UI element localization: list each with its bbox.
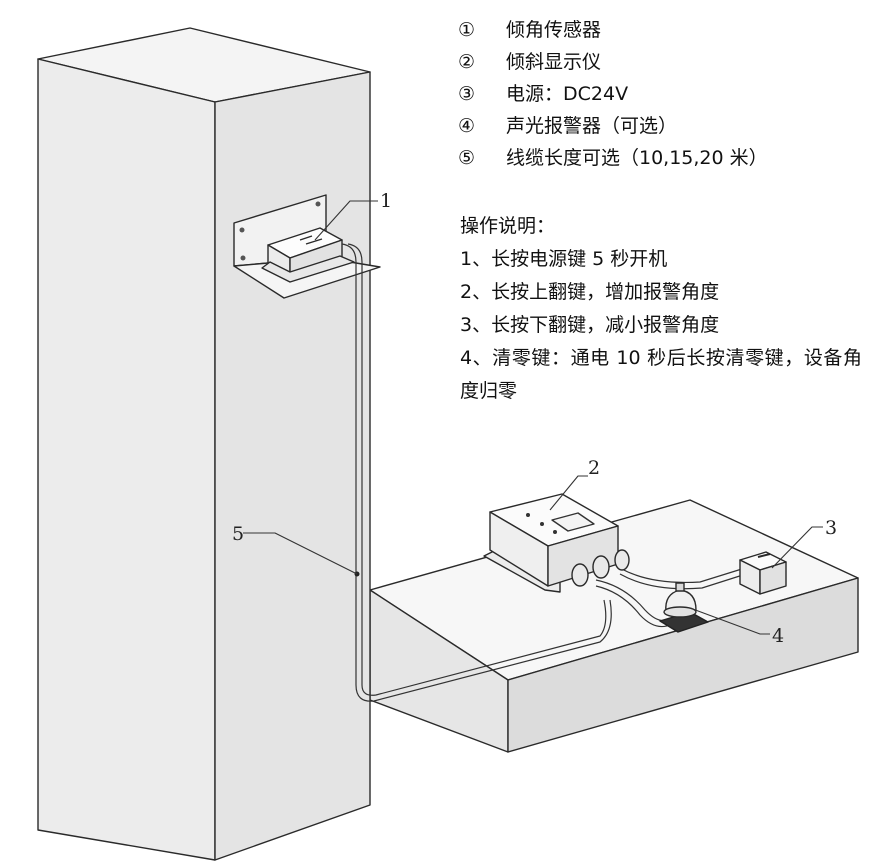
legend-number: ② (458, 51, 476, 73)
support-column (37, 27, 371, 861)
legend-number: ③ (458, 83, 476, 105)
operating-instructions: 操作说明： 1、长按电源键 5 秒开机 2、长按上翻键，增加报警角度 3、长按下… (460, 210, 862, 408)
legend-item: ⑤ 线缆长度可选（10,15,20 米） (458, 142, 768, 174)
callout-leaders (243, 200, 823, 635)
legend-text: 倾斜显示仪 (506, 51, 602, 73)
legend-item: ② 倾斜显示仪 (458, 46, 768, 78)
tilt-display-unit (483, 493, 630, 593)
legend-item: ④ 声光报警器（可选） (458, 110, 768, 142)
callout-power: 3 (825, 517, 837, 539)
callout-sensor: 1 (380, 190, 392, 212)
instruction-step: 3、长按下翻键，减小报警角度 (460, 314, 720, 336)
callout-cable: 5 (232, 523, 244, 545)
instruction-step: 1、长按电源键 5 秒开机 (460, 248, 668, 270)
component-legend: ① 倾角传感器 ② 倾斜显示仪 ③ 电源：DC24V ④ 声光报警器（可选） ⑤… (458, 14, 768, 174)
legend-text: 电源：DC24V (506, 83, 629, 105)
instruction-step: 4、清零键：通电 10 秒后长按清零键，设备角度归零 (460, 347, 862, 402)
instructions-title: 操作说明： (460, 215, 556, 237)
alarm-beacon (659, 582, 709, 633)
legend-item: ① 倾角传感器 (458, 14, 768, 46)
instruction-step: 2、长按上翻键，增加报警角度 (460, 281, 720, 303)
base-platform (369, 499, 859, 753)
tilt-sensor-unit (261, 227, 355, 283)
legend-text: 线缆长度可选（10,15,20 米） (506, 147, 768, 169)
power-cable (619, 567, 747, 590)
legend-number: ① (458, 19, 476, 41)
legend-item: ③ 电源：DC24V (458, 78, 768, 110)
legend-number: ⑤ (458, 147, 476, 169)
legend-number: ④ (458, 115, 476, 137)
legend-text: 声光报警器（可选） (506, 115, 678, 137)
callout-display: 2 (588, 457, 600, 479)
callout-alarm: 4 (772, 625, 784, 647)
power-box (739, 551, 787, 595)
legend-text: 倾角传感器 (506, 19, 602, 41)
